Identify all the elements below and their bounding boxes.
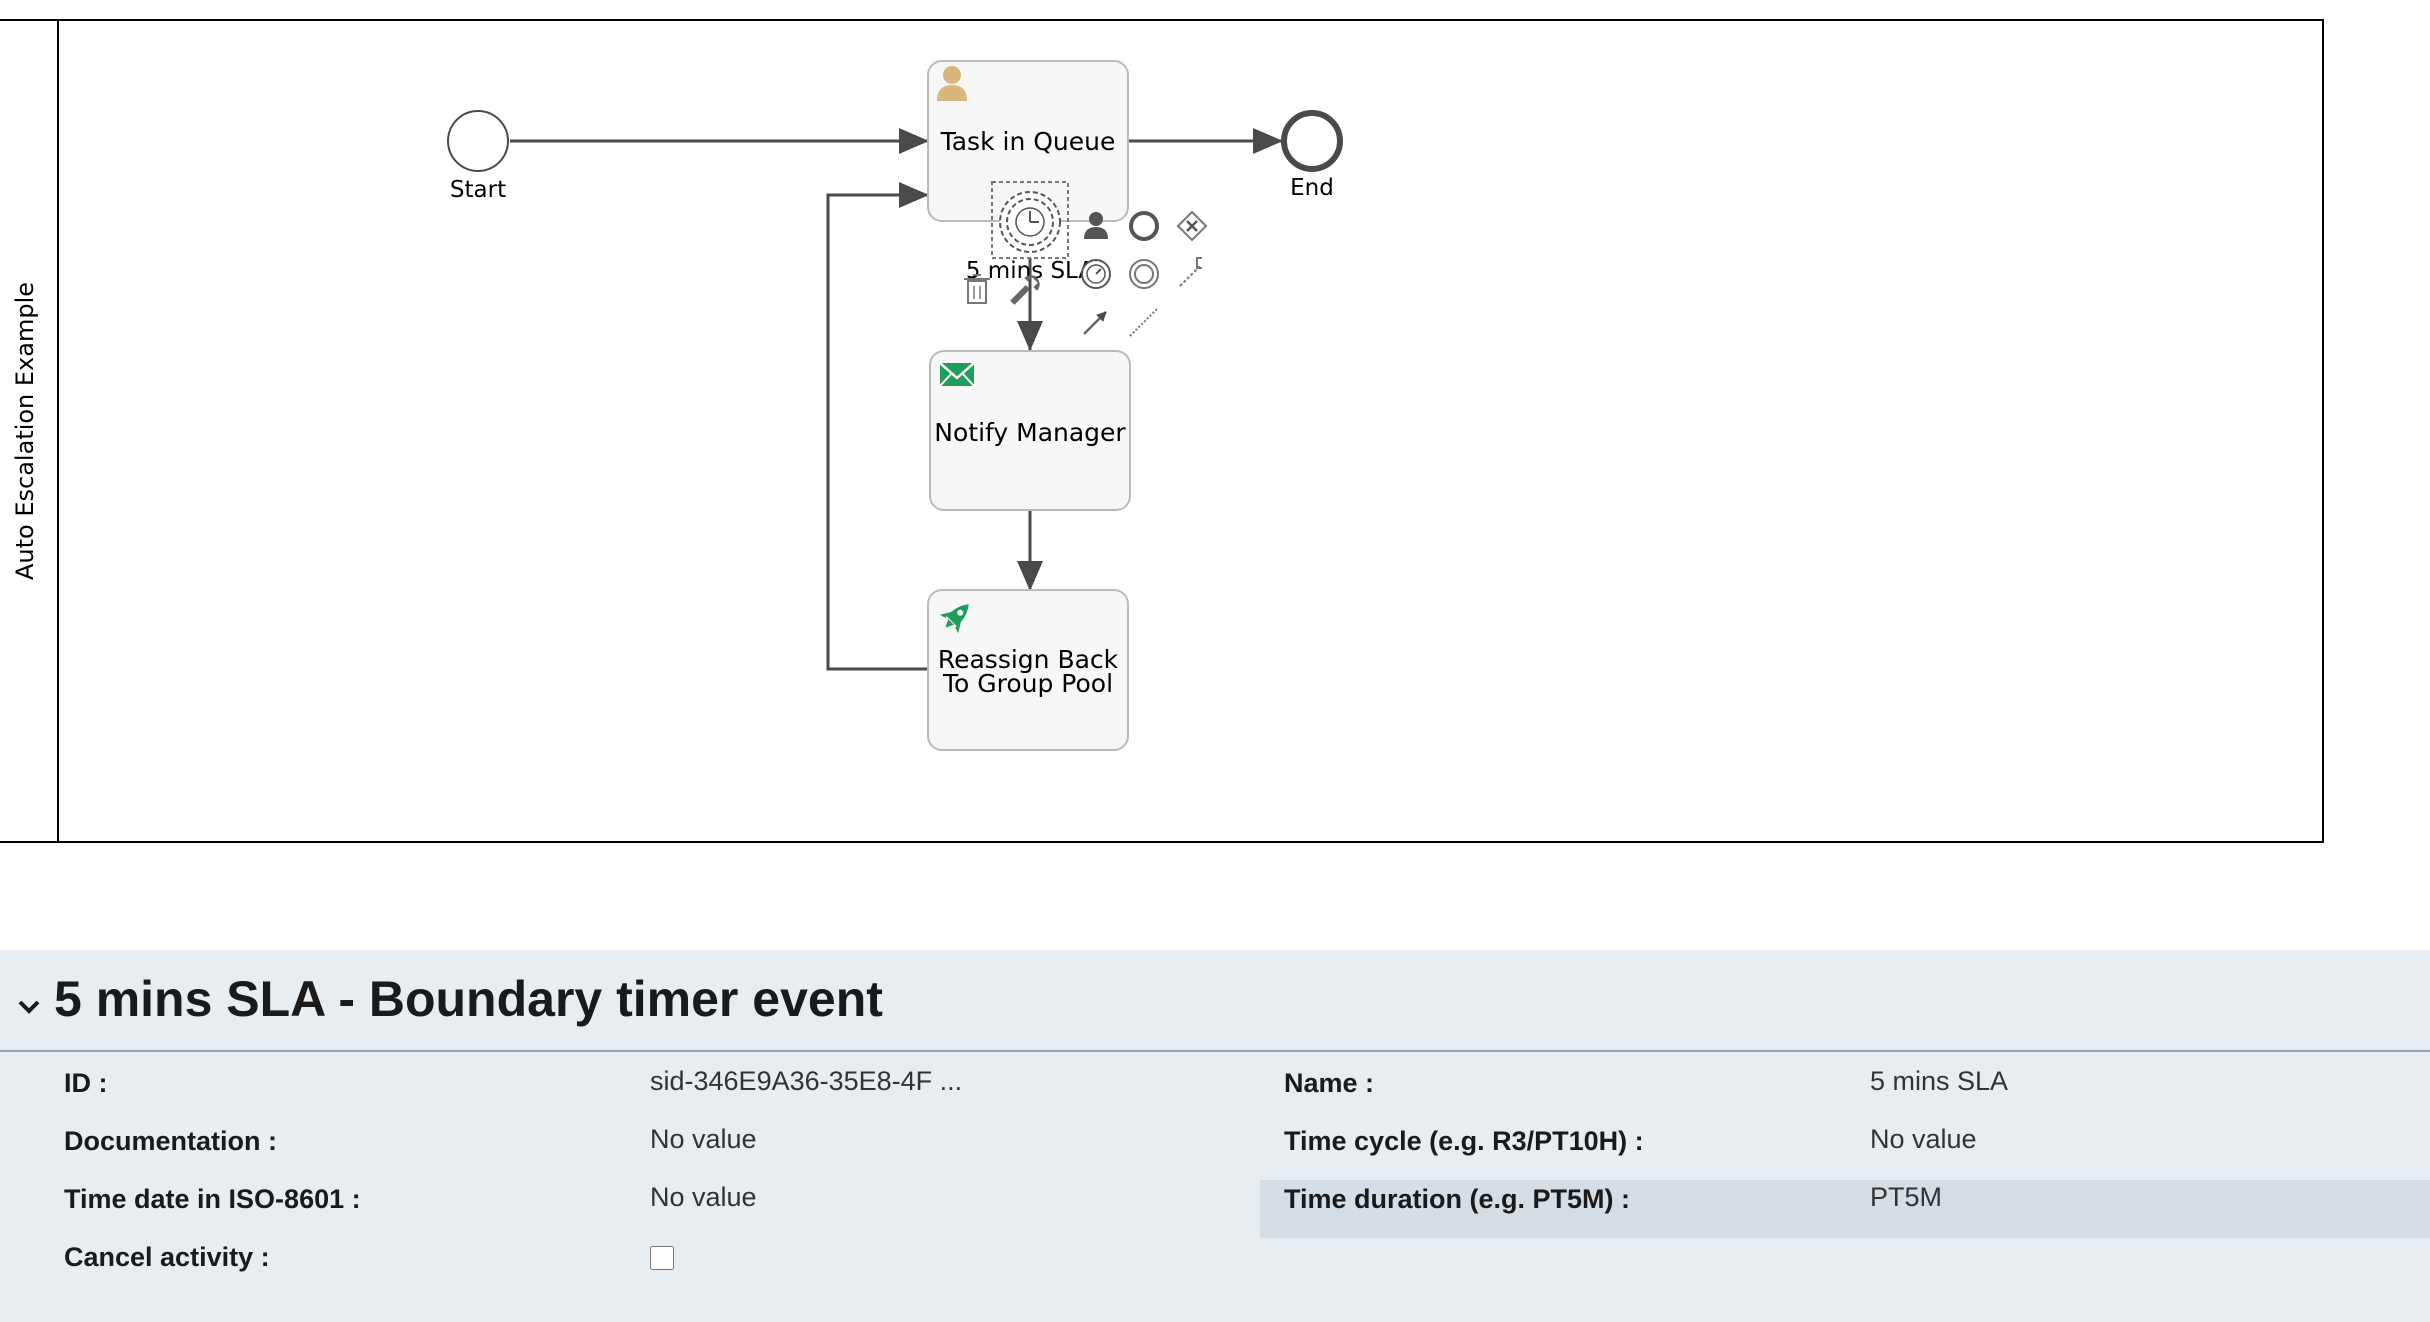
user-task-icon[interactable] [1084,212,1108,239]
chevron-down-icon[interactable] [16,994,42,1020]
selected-row-highlight [1260,1180,2430,1238]
id-value[interactable]: sid-346E9A36-35E8-4F ... [650,1066,963,1096]
cancel-activity-label: Cancel activity : [64,1242,270,1272]
start-label: Start [450,177,506,203]
notify-manager-task[interactable]: Notify Manager [929,350,1131,511]
shape-toolbox [964,210,1208,337]
properties-title: 5 mins SLA - Boundary timer event [54,971,883,1027]
time-date-value[interactable]: No value [650,1182,757,1212]
reassign-task[interactable]: Reassign Back To Group Pool [927,589,1129,751]
circle-event-icon[interactable] [1129,211,1159,241]
gateway-icon[interactable] [1176,210,1208,242]
time-duration-label: Time duration (e.g. PT5M) : [1284,1184,1631,1214]
name-label: Name : [1284,1068,1375,1098]
id-label: ID : [64,1068,108,1098]
properties-panel: 5 mins SLA - Boundary timer event ID : s… [0,950,2430,1322]
reassign-label-line1: Reassign Back [938,645,1119,674]
rocket-icon [939,604,969,634]
sequence-arrow-icon[interactable] [1083,311,1107,335]
clock-icon [1015,207,1045,237]
time-duration-value[interactable]: PT5M [1870,1182,1943,1212]
selection-box [991,181,1069,259]
flow-reassign-to-task[interactable] [826,182,929,671]
end-event[interactable]: End [1281,110,1343,201]
time-cycle-label: Time cycle (e.g. R3/PT10H) : [1284,1126,1644,1156]
notify-manager-label: Notify Manager [934,418,1126,447]
pool[interactable]: Auto Escalation Example [0,19,2324,843]
intermediate-event-icon[interactable] [1129,259,1159,289]
timer-icon[interactable] [1081,259,1111,289]
delete-icon[interactable] [964,274,990,304]
user-icon [937,66,967,101]
bpmn-diagram[interactable]: Auto Escalation Example Start End Task i… [0,0,2430,950]
name-value[interactable]: 5 mins SLA [1870,1066,2009,1096]
start-event[interactable]: Start [447,110,509,203]
sequence-flows [510,128,1283,671]
wrench-icon[interactable] [1006,272,1043,309]
end-label: End [1290,175,1334,201]
association-icon[interactable] [1179,257,1202,287]
cancel-activity-checkbox[interactable] [650,1246,674,1270]
task-in-queue[interactable]: Task in Queue [927,60,1129,222]
dotted-association-icon[interactable] [1129,307,1159,337]
properties-header[interactable]: 5 mins SLA - Boundary timer event [0,950,2430,1052]
task-in-queue-label: Task in Queue [940,127,1116,156]
time-date-label: Time date in ISO-8601 : [64,1184,361,1214]
pool-label: Auto Escalation Example [11,282,39,580]
time-cycle-value[interactable]: No value [1870,1124,1977,1154]
mail-icon [939,362,975,387]
documentation-label: Documentation : [64,1126,277,1156]
documentation-value[interactable]: No value [650,1124,757,1154]
reassign-label-line2: To Group Pool [942,669,1113,698]
diagram-canvas[interactable]: Auto Escalation Example Start End Task i… [0,0,2430,950]
